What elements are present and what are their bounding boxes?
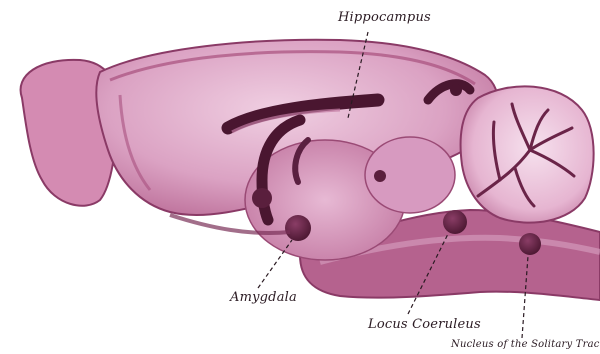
hippocampus-label: Hippocampus <box>338 10 431 25</box>
nts-nucleus <box>519 233 541 255</box>
amygdala-label: Amygdala <box>230 290 297 305</box>
nucleus-solitary-tract-label: Nucleus of the Solitary Trac <box>451 339 600 350</box>
locus-coeruleus-label: Locus Coeruleus <box>368 317 481 332</box>
amygdala-nucleus <box>285 215 311 241</box>
locus-coeruleus-nucleus <box>443 210 467 234</box>
septal-spot <box>252 188 272 208</box>
hypothalamic-spot <box>374 170 386 182</box>
